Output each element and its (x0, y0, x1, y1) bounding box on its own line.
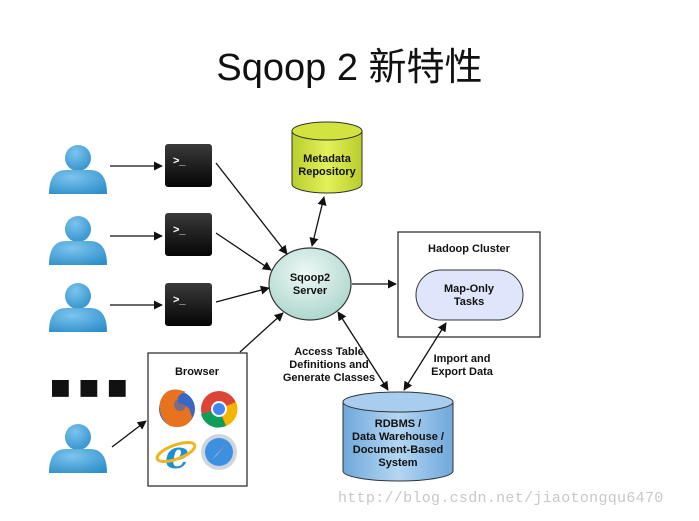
arrow-terminal2-server (215, 232, 272, 271)
metadata-label-line2: Repository (298, 166, 356, 178)
arrow-server-metadata (309, 196, 327, 247)
map-only-label-line1: Map-Only (444, 283, 495, 295)
arrow-terminal3-server (215, 285, 270, 303)
server-label-line1: Sqoop2 (290, 272, 330, 284)
arrow-tasks-rdbms (403, 322, 447, 391)
sqoop2-server: Sqoop2 Server (268, 247, 352, 321)
terminal-icon-2: >_ (165, 213, 212, 256)
rdbms-label-line1: RDBMS / (375, 418, 421, 430)
user-icon-1 (49, 145, 107, 194)
page-title: Sqoop 2 新特性 (216, 47, 483, 89)
rdbms-label-line2: Data Warehouse / (352, 431, 444, 443)
safari-icon (201, 434, 237, 470)
terminal-prompt-3: >_ (173, 294, 186, 306)
arrow-browser-server (239, 312, 284, 353)
rdbms-label-line4: System (378, 457, 417, 469)
browser-box: Browser e (147, 352, 248, 487)
metadata-label-line1: Metadata (303, 153, 352, 165)
hadoop-cluster-label: Hadoop Cluster (428, 243, 511, 255)
rdbms-label-line3: Document-Based (353, 444, 443, 456)
rdbms-database: RDBMS / Data Warehouse / Document-Based … (342, 391, 454, 482)
internet-explorer-icon: e (155, 432, 197, 477)
hadoop-cluster-box: Hadoop Cluster Map-Only Tasks (397, 231, 541, 338)
watermark: http://blog.csdn.net/jiaotongqu6470 (338, 490, 664, 507)
access-table-label-line3: Generate Classes (283, 372, 375, 384)
browser-label: Browser (175, 366, 220, 378)
more-users-ellipsis: ■ ■ ■ (50, 375, 128, 400)
terminal-prompt-1: >_ (173, 155, 186, 167)
terminal-icon-3: >_ (165, 283, 212, 326)
user-icon-4 (49, 424, 107, 473)
import-export-label-line1: Import and (434, 353, 491, 365)
metadata-repository: Metadata Repository (291, 121, 363, 194)
user-icon-2 (49, 216, 107, 265)
server-label-line2: Server (293, 285, 328, 297)
user-icon-3 (49, 283, 107, 332)
map-only-label-line2: Tasks (454, 296, 484, 308)
arrow-terminal1-server (215, 162, 288, 255)
arrow-server-rdbms (337, 311, 389, 391)
firefox-icon (159, 389, 195, 427)
terminal-icon-1: >_ (165, 144, 212, 187)
import-export-label-line2: Export Data (431, 366, 494, 378)
chrome-icon (201, 391, 238, 428)
access-table-label-line1: Access Table (294, 346, 364, 358)
access-table-label-line2: Definitions and (289, 359, 368, 371)
arrow-user4-browser (111, 420, 147, 448)
terminal-prompt-2: >_ (173, 224, 186, 236)
